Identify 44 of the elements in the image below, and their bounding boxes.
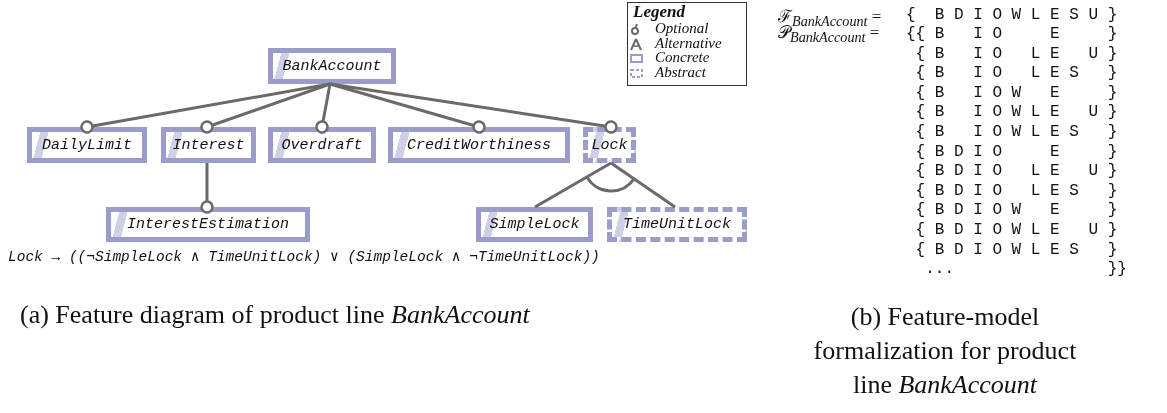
configuration-row-text: { B D I O L E U } bbox=[914, 162, 1118, 181]
legend-title: Legend bbox=[633, 2, 685, 22]
feature-name: BankAccount bbox=[282, 57, 382, 75]
feature-name: SimpleLock bbox=[489, 216, 580, 233]
constraint-formula: Lock → ((¬SimpleLock ∧ TimeUnitLock) ∨ (SimpleLock ∧ ¬TimeUnitLock)) bbox=[8, 248, 600, 265]
connector-line bbox=[534, 161, 612, 209]
legend-label: Abstract bbox=[655, 63, 706, 80]
feature-name: Interest bbox=[172, 136, 245, 154]
configuration-row: { B D I O W L E S U } bbox=[906, 6, 1118, 24]
feature-box bbox=[607, 207, 747, 242]
feature-name: InterestEstimation bbox=[127, 216, 289, 233]
feature-name: DailyLimit bbox=[42, 136, 132, 154]
subfigure-caption: (b) Feature-model formalization for product line BankAccount bbox=[812, 301, 1078, 401]
configuration-row: {{ B I O E } bbox=[906, 25, 1118, 43]
connector-line bbox=[315, 83, 332, 134]
feature-box bbox=[161, 127, 256, 163]
feature-box bbox=[268, 48, 396, 84]
feature-name: TimeUnitLock bbox=[623, 216, 731, 233]
configuration-row-text: { B D I O W L E U } bbox=[914, 221, 1118, 239]
legend-label: Concrete bbox=[655, 49, 710, 65]
feature-box bbox=[476, 207, 593, 242]
feature-box bbox=[27, 127, 147, 163]
subfigure-caption: (a) Feature diagram of product line BankAccount bbox=[20, 300, 530, 330]
feature-box bbox=[106, 207, 310, 242]
configuration-row-text: { B D I O W L E S } bbox=[914, 240, 1118, 259]
feature-box bbox=[583, 127, 636, 163]
ellipsis-row-text: ... }} bbox=[924, 260, 1127, 279]
legend-label: Optional bbox=[655, 20, 709, 36]
feature-box bbox=[388, 127, 570, 163]
configuration-row-text: { B I O L E U } bbox=[914, 44, 1118, 63]
configuration-row-text: { B D I O E } bbox=[914, 142, 1118, 161]
configuration-row-text: { B I O W L E S } bbox=[914, 123, 1118, 141]
connector-line bbox=[610, 161, 676, 209]
configuration-row-text: { B D I O L E S } bbox=[914, 181, 1118, 200]
feature-name: Lock bbox=[591, 136, 628, 154]
connector-line bbox=[200, 82, 331, 134]
feature-name: Overdraft bbox=[281, 136, 363, 154]
configuration-row-text: { B I O W L E U } bbox=[914, 103, 1118, 122]
configuration-row-text: { B D I O W E } bbox=[914, 201, 1118, 220]
feature-box bbox=[268, 127, 376, 163]
feature-name: CreditWorthiness bbox=[407, 136, 551, 154]
configuration-row-text: { B I O L E S } bbox=[914, 64, 1118, 83]
connector-line bbox=[200, 163, 214, 214]
configuration-row-text: { B I O W E } bbox=[914, 83, 1118, 102]
